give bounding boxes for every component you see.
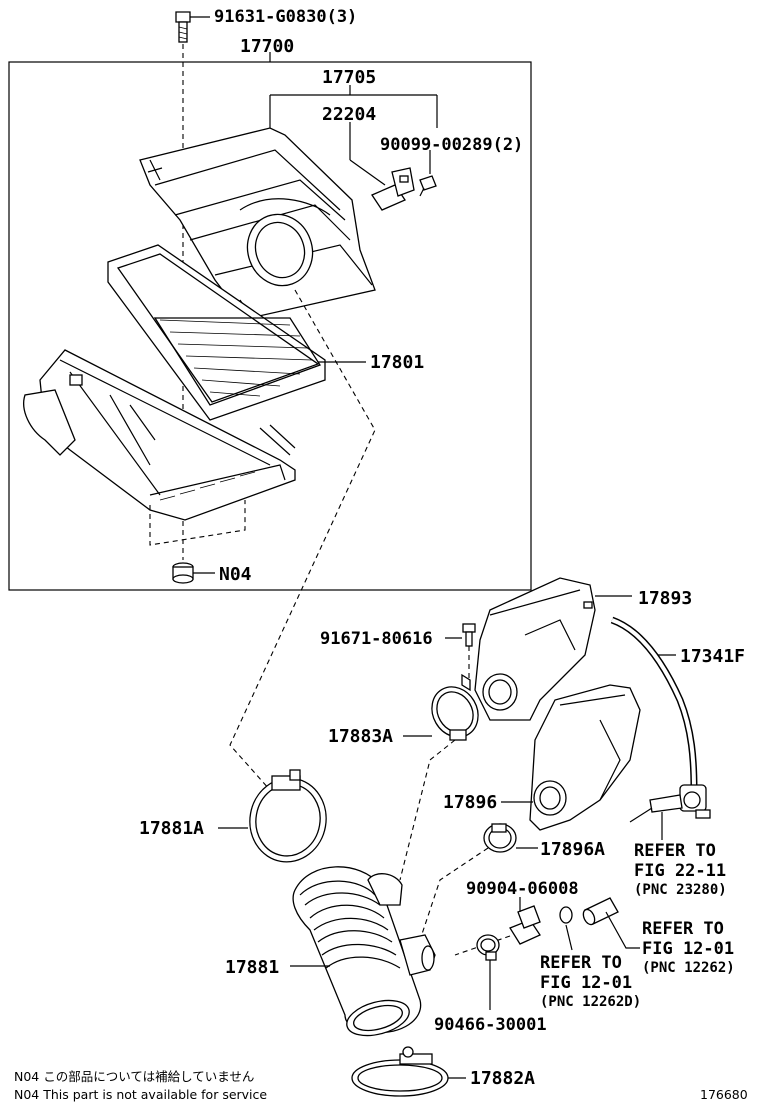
ref2-line2: FIG 12-01	[642, 939, 734, 959]
inlet-hose	[292, 866, 436, 1037]
maf-sensor-icon	[371, 167, 415, 211]
top-bolt-icon	[175, 11, 191, 43]
label-resonator2: 17896	[443, 792, 497, 813]
label-resonator: 17893	[638, 588, 692, 609]
label-bolt-mid: 91671-80616	[320, 629, 433, 649]
ref1-line2: FIG 22-11	[634, 861, 726, 881]
n04-grommet-icon	[172, 562, 194, 584]
connector-90904-icon	[509, 905, 541, 945]
label-assy: 17700	[240, 36, 294, 57]
label-cap: 17705	[322, 67, 376, 88]
ref3-line1: REFER TO	[540, 953, 622, 973]
mid-bolt-icon	[462, 623, 476, 647]
clip-90466-icon	[476, 934, 500, 961]
filter-element	[107, 244, 326, 421]
ref1-line1: REFER TO	[634, 841, 716, 861]
label-bolt-top: 91631-G0830(3)	[214, 7, 357, 27]
note-english: N04 This part is not available for servi…	[14, 1087, 267, 1102]
air-cleaner-cap	[139, 127, 376, 319]
vsv-icon	[629, 784, 711, 823]
clamp-17882a-icon	[351, 1046, 449, 1097]
label-clamp-c: 17896A	[540, 839, 605, 860]
sensor-screw-icon	[419, 175, 437, 197]
ref2-line3: (PNC 12262)	[642, 960, 735, 976]
label-part-a: 90904-06008	[466, 879, 579, 899]
label-element: 17801	[370, 352, 424, 373]
label-clamp-d: 17882A	[470, 1068, 535, 1089]
label-clamp-b: 17881A	[139, 818, 204, 839]
small-ring-icon	[559, 906, 573, 924]
note-japanese: N04 この部品については補給していません	[14, 1069, 254, 1084]
ref3-line2: FIG 12-01	[540, 973, 632, 993]
label-sensor-screw: 90099-00289(2)	[380, 135, 523, 155]
ref1-line3: (PNC 23280)	[634, 882, 727, 898]
pipe-icon	[582, 897, 619, 926]
small-hose-icon	[610, 616, 698, 791]
label-n04: N04	[219, 564, 252, 585]
label-clip: 90466-30001	[434, 1015, 547, 1035]
resonator-17896	[529, 684, 641, 831]
ref3-line3: (PNC 12262D)	[540, 994, 641, 1010]
ref2-line1: REFER TO	[642, 919, 724, 939]
clamp-17896a-icon	[483, 823, 517, 853]
air-cleaner-case	[23, 349, 296, 521]
label-hose-small: 17341F	[680, 646, 745, 667]
clamp-17881a-icon	[249, 769, 327, 863]
clamp-17883a-icon	[431, 686, 479, 741]
label-sensor: 22204	[322, 104, 376, 125]
label-inlet: 17881	[225, 957, 279, 978]
resonator-17893	[461, 577, 596, 721]
figure-number: 176680	[700, 1087, 748, 1102]
label-clamp-a: 17883A	[328, 726, 393, 747]
